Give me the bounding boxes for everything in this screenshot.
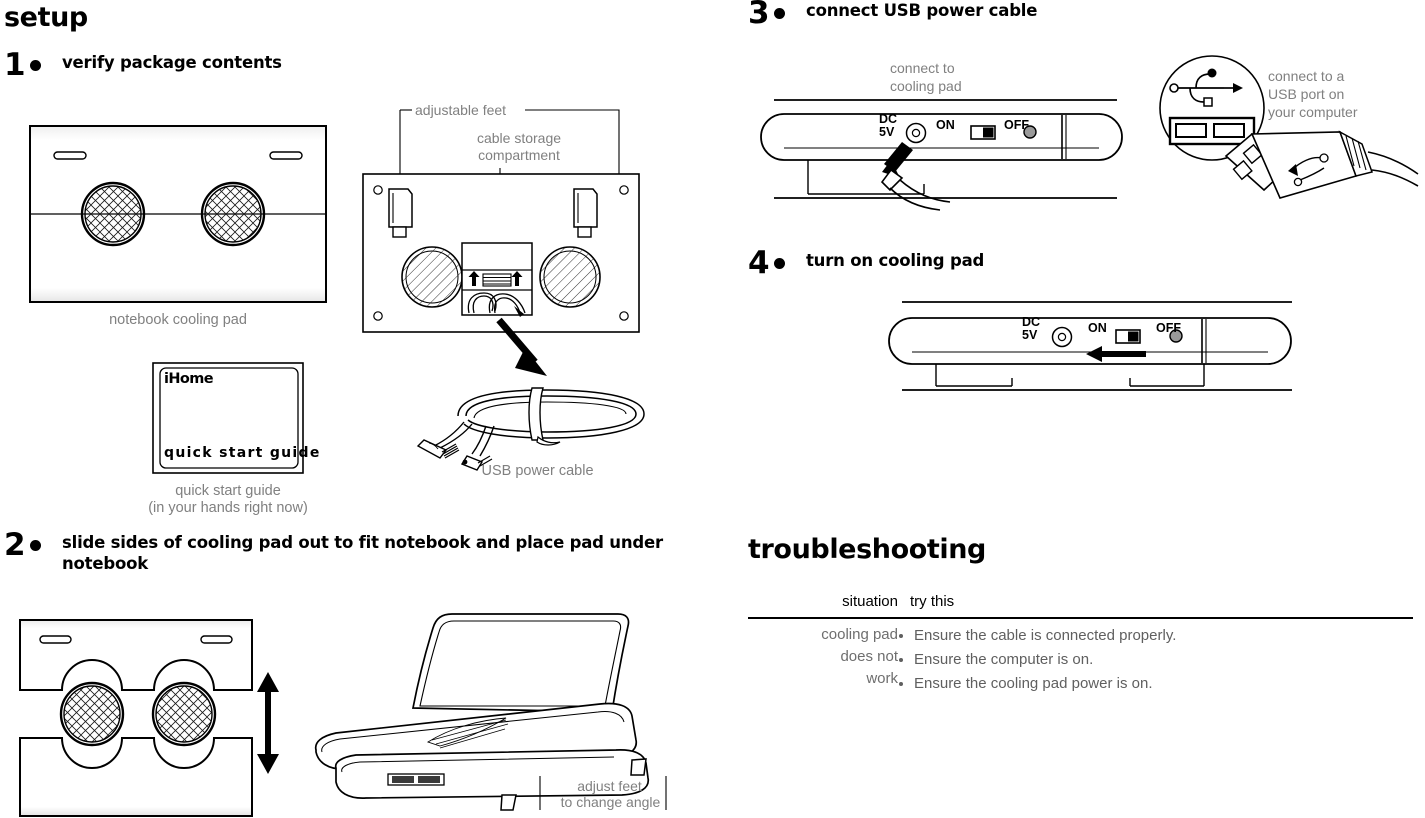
caption-cooling-pad: notebook cooling pad: [109, 312, 247, 328]
adjustable-foot-left: [388, 188, 413, 238]
step-4-number: 4: [748, 245, 770, 281]
page-title-troubleshooting: troubleshooting: [748, 534, 986, 565]
caption-quick-start-line2: (in your hands right now): [148, 500, 308, 516]
callout-cable-storage-line2: compartment: [478, 147, 560, 163]
table-cell-situation: cooling pad does not work: [770, 624, 898, 690]
usb-plug: [1224, 130, 1419, 199]
callout-connect-usb-line2: USB port on: [1268, 86, 1345, 102]
page-title-setup: setup: [4, 2, 88, 33]
table-cell-try-this: Ensure the cable is connected properly. …: [894, 624, 1394, 696]
caption-quick-start-line1: quick start guide: [175, 483, 281, 499]
callout-connect-usb-line3: your computer: [1268, 104, 1358, 120]
switch-off-label-step3: OFF: [1004, 118, 1029, 132]
step-1-number: 1: [4, 47, 26, 83]
figure-quick-start-booklet: [152, 362, 304, 474]
figure-notebook-on-pad: [300, 600, 670, 812]
figure-cooling-pad-bottom: [362, 173, 640, 333]
usb-port-icon: [1168, 116, 1256, 146]
situation-line-1: cooling pad: [821, 626, 898, 643]
usb-symbol-icon: [1169, 68, 1243, 107]
step-2: 2 slide sides of cooling pad out to fit …: [4, 527, 694, 574]
list-item: Ensure the cable is connected properly.: [914, 624, 1394, 647]
right-column: 3 connect USB power cable connect to coo…: [712, 0, 1425, 812]
callout-connect-cooling-pad-line2: cooling pad: [890, 78, 962, 94]
table-header-try-this: try this: [910, 593, 955, 610]
situation-line-3: work: [866, 670, 898, 687]
arrow-cable-storage-to-cable: [495, 317, 565, 380]
figure-usb-power-cable: [412, 382, 652, 471]
step-3-number: 3: [748, 0, 770, 31]
callout-cable-storage-line1: cable storage: [476, 130, 562, 146]
booklet-title: quick start guide: [164, 445, 321, 461]
figure-cooling-pad-expanded: [18, 618, 254, 818]
arrow-slide-direction: [255, 668, 281, 778]
left-column: setup 1 verify package contents: [0, 0, 712, 817]
callout-adjust-feet-line1: adjust feet: [577, 778, 642, 794]
step-2-bullet-icon: [30, 540, 41, 551]
switch-off-label-step4: OFF: [1156, 321, 1181, 335]
step-2-number: 2: [4, 527, 26, 563]
step-3: 3 connect USB power cable: [748, 0, 1368, 31]
callout-connect-usb-line1: connect to a: [1268, 68, 1345, 84]
step-1-bullet-icon: [30, 60, 41, 71]
step-3-bullet-icon: [774, 8, 785, 19]
caption-usb-power-cable: USB power cable: [481, 463, 594, 479]
switch-on-label-step3: ON: [936, 118, 955, 132]
dc-label-line1-step3: DC: [879, 112, 898, 126]
table-header-situation: situation: [842, 593, 898, 610]
switch-on-label-step4: ON: [1088, 321, 1107, 335]
step-4-bullet-icon: [774, 258, 785, 269]
adjustable-foot-right: [573, 188, 598, 238]
step-2-text: slide sides of cooling pad out to fit no…: [62, 533, 663, 573]
callout-adjust-feet-line2: to change angle: [560, 794, 661, 810]
step-4: 4 turn on cooling pad: [748, 245, 1368, 281]
cable-storage-compartment: [461, 242, 533, 317]
figure-rear-panel-switch: [888, 300, 1294, 392]
figure-cooling-pad-top: [28, 124, 328, 304]
figure-rear-panel-connect: [760, 98, 1123, 211]
list-item: Ensure the computer is on.: [914, 648, 1394, 671]
booklet-brand-logo: iHome: [164, 371, 214, 387]
leader-adjustable-feet: [388, 104, 623, 184]
step-1-text: verify package contents: [62, 53, 282, 72]
step-3-text: connect USB power cable: [806, 1, 1038, 20]
dc-label-line1-step4: DC: [1022, 315, 1041, 329]
callout-connect-cooling-pad-line1: connect to: [890, 60, 955, 76]
table-divider: [748, 617, 1413, 619]
list-item: Ensure the cooling pad power is on.: [914, 672, 1394, 695]
step-4-text: turn on cooling pad: [806, 251, 985, 270]
leader-adjust-feet: [538, 776, 668, 812]
figure-usb-port-inset: [1140, 52, 1420, 217]
dc-label-line2-step4: 5V: [1022, 328, 1038, 342]
situation-line-2: does not: [840, 648, 898, 665]
callout-adjustable-feet: adjustable feet: [415, 102, 507, 118]
dc-label-line2-step3: 5V: [879, 125, 895, 139]
step-1: 1 verify package contents: [4, 47, 644, 83]
